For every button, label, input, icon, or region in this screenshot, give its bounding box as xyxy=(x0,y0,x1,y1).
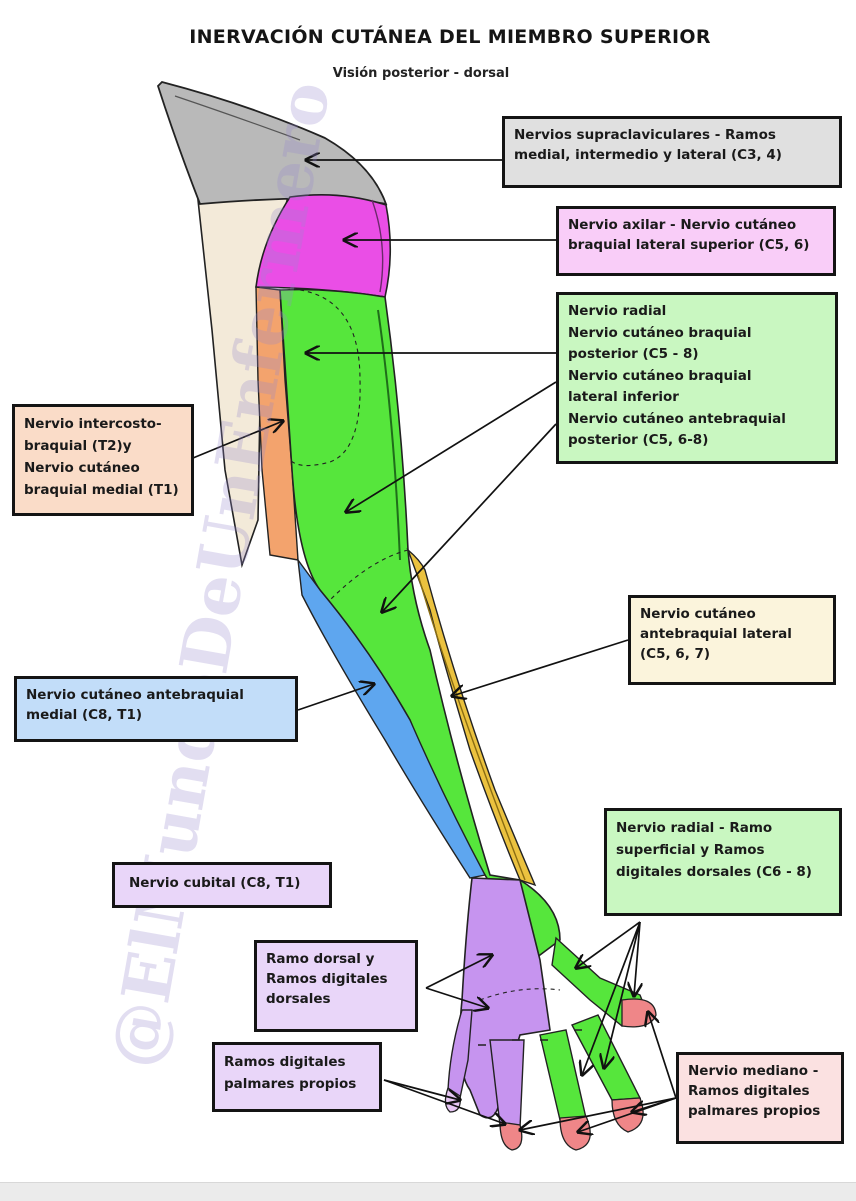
arrow-radial-3 xyxy=(382,423,557,612)
arrow-mediano-1 xyxy=(648,1012,677,1099)
label-cubital: Nervio cubital (C8, T1) xyxy=(112,862,332,908)
arrow-mediano-3 xyxy=(578,1097,677,1132)
label-intercostobraquial: Nervio intercosto- braquial (T2)y Nervio… xyxy=(12,404,194,516)
label-supraclaviculares: Nervios supraclaviculares - Ramos medial… xyxy=(502,116,842,188)
arrow-ramo-dorsal-1 xyxy=(425,955,492,989)
label-ramo-dorsal: Ramo dorsal y Ramos digitales dorsales xyxy=(254,940,418,1032)
finger-middle xyxy=(539,1029,587,1121)
arrow-mediano-4 xyxy=(520,1097,677,1130)
arrow-radial-superficial-3 xyxy=(582,921,641,1075)
label-antebraquial-medial: Nervio cutáneo antebraquial medial (C8, … xyxy=(14,676,298,742)
label-antebraquial-lateral: Nervio cutáneo antebraquial lateral (C5,… xyxy=(628,595,836,685)
label-radial: Nervio radial Nervio cutáneo braquial po… xyxy=(556,292,838,464)
arrow-radial-superficial-4 xyxy=(604,921,641,1068)
diagram-title: INERVACIÓN CUTÁNEA DEL MIEMBRO SUPERIOR xyxy=(189,26,711,48)
arrow-antebraquial-medial xyxy=(297,684,374,711)
region-antebraquial-medial xyxy=(297,557,487,879)
tip-mediano-ring xyxy=(499,1121,523,1151)
label-radial-superficial: Nervio radial - Ramo superficial y Ramos… xyxy=(604,808,842,916)
region-antebraquial-lateral xyxy=(406,547,537,887)
label-axilar: Nervio axilar - Nervio cutáneo braquial … xyxy=(556,206,836,276)
footer-strip xyxy=(0,1182,856,1201)
arrow-palmares-2 xyxy=(383,1079,505,1124)
label-ramos-palmares: Ramos digitales palmares propios xyxy=(212,1042,382,1112)
region-supraclavicular xyxy=(156,80,388,206)
diagram-subtitle: Visión posterior - dorsal xyxy=(332,66,510,81)
finger-little xyxy=(447,1009,473,1100)
arrow-intercostobraquial xyxy=(192,421,283,459)
arrow-ramo-dorsal-2 xyxy=(425,987,488,1008)
arrow-radial-2 xyxy=(346,381,557,512)
label-mediano: Nervio mediano - Ramos digitales palmare… xyxy=(676,1052,844,1144)
arrow-antebraquial-lateral xyxy=(452,639,629,696)
arrow-palmares-1 xyxy=(383,1079,460,1100)
arrow-radial-superficial-2 xyxy=(634,921,640,996)
arrow-radial-superficial-1 xyxy=(576,921,641,968)
